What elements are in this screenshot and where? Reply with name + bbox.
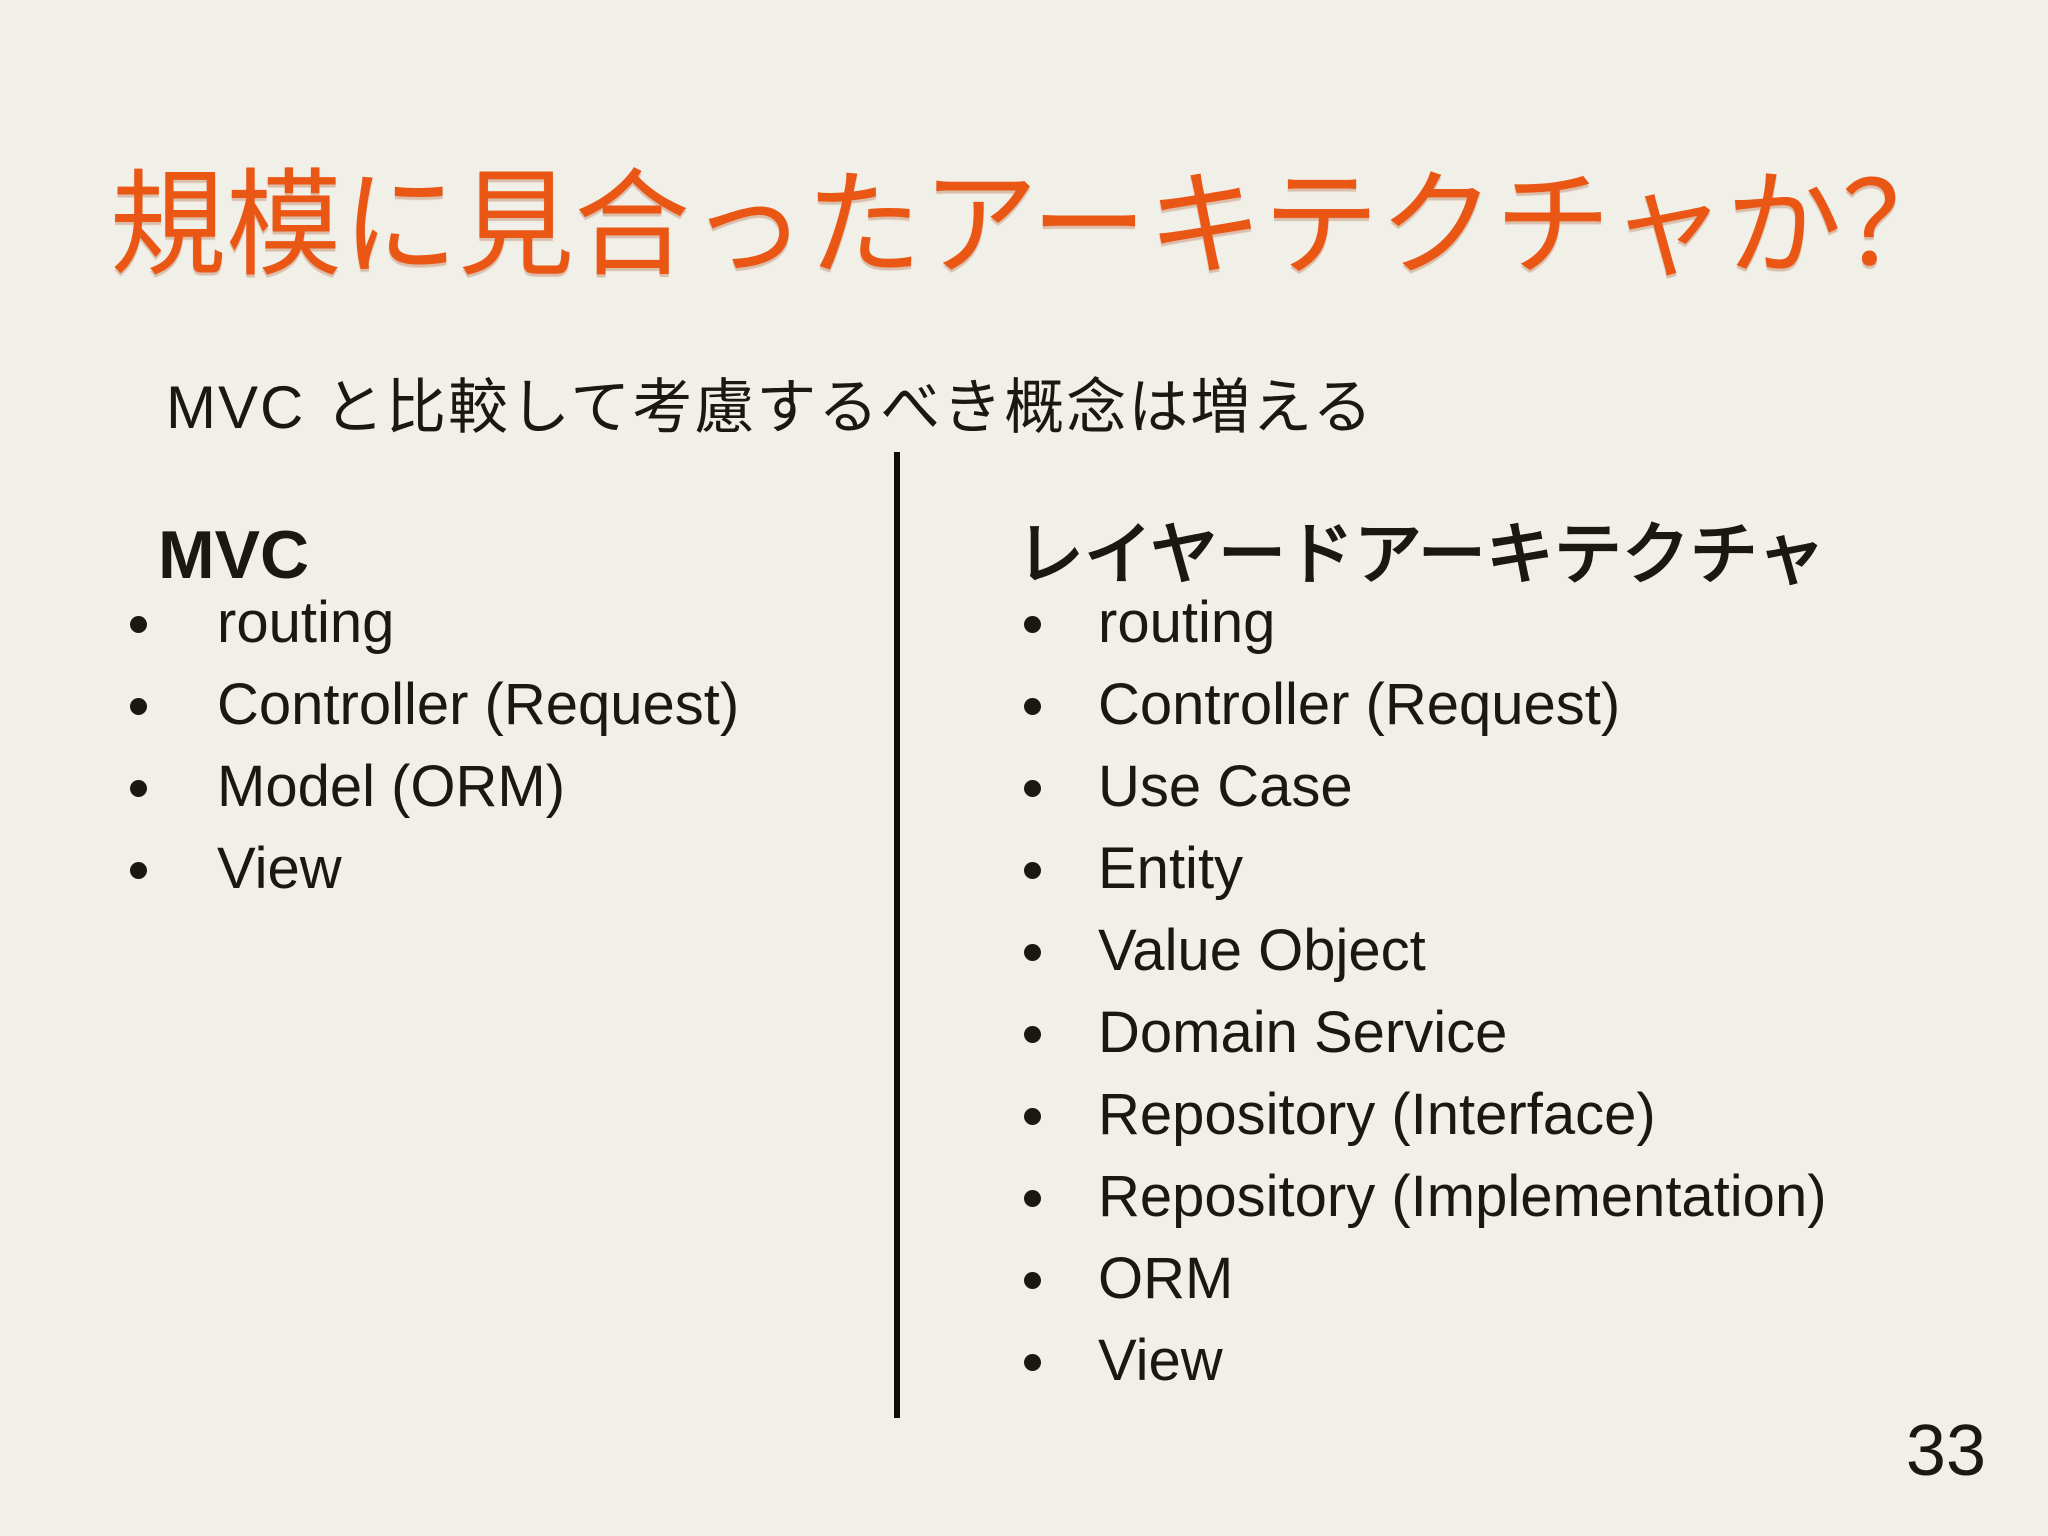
column-divider-line — [894, 452, 900, 1418]
list-item: Repository (Implementation) — [1014, 1156, 2044, 1238]
list-item-label: Value Object — [1098, 918, 1426, 983]
list-item-label: Domain Service — [1098, 1000, 1508, 1065]
list-item: routing — [128, 582, 888, 664]
list-item-label: Model (ORM) — [217, 754, 566, 819]
list-item: ORM — [1014, 1238, 2044, 1320]
bullet-dot-icon — [1024, 1354, 1041, 1371]
list-item-label: routing — [217, 590, 395, 655]
bullet-dot-icon — [1024, 698, 1041, 715]
list-item-label: View — [217, 836, 342, 901]
list-item-label: Controller (Request) — [217, 672, 740, 737]
bullet-dot-icon — [130, 616, 147, 633]
left-column-heading-mvc: MVC — [158, 517, 310, 594]
slide-subtitle: MVC と比較して考慮するべき概念は増える — [166, 374, 1375, 441]
bullet-dot-icon — [1024, 1190, 1041, 1207]
bullet-dot-icon — [1024, 1108, 1041, 1125]
bullet-dot-icon — [130, 698, 147, 715]
page-number: 33 — [1905, 1411, 1986, 1491]
list-item: Controller (Request) — [1014, 664, 2044, 746]
list-item: Controller (Request) — [128, 664, 888, 746]
bullet-dot-icon — [1024, 862, 1041, 879]
list-item-label: Entity — [1098, 836, 1244, 901]
bullet-dot-icon — [1024, 1026, 1041, 1043]
list-item: Repository (Interface) — [1014, 1074, 2044, 1156]
list-item-label: View — [1098, 1328, 1223, 1393]
bullet-dot-icon — [130, 862, 147, 879]
list-item-label: Repository (Implementation) — [1098, 1164, 1827, 1229]
list-item: Use Case — [1014, 746, 2044, 828]
list-item-label: Controller (Request) — [1098, 672, 1621, 737]
list-item: Domain Service — [1014, 992, 2044, 1074]
slide-title: 規模に見合ったアーキテクチャか？ — [110, 159, 1958, 290]
list-item: Entity — [1014, 828, 2044, 910]
bullet-dot-icon — [1024, 780, 1041, 797]
right-column-heading-layered-architecture: レイヤードアーキテクチャ — [1016, 517, 1826, 594]
list-item-label: routing — [1098, 590, 1276, 655]
list-item: View — [1014, 1320, 2044, 1402]
list-item: routing — [1014, 582, 2044, 664]
list-item-label: ORM — [1098, 1246, 1234, 1311]
list-item: Model (ORM) — [128, 746, 888, 828]
bullet-dot-icon — [1024, 1272, 1041, 1289]
bullet-dot-icon — [130, 780, 147, 797]
list-item-label: Use Case — [1098, 754, 1353, 819]
list-item-label: Repository (Interface) — [1098, 1082, 1656, 1147]
bullet-dot-icon — [1024, 944, 1041, 961]
bullet-dot-icon — [1024, 616, 1041, 633]
list-item: Value Object — [1014, 910, 2044, 992]
list-item: View — [128, 828, 888, 910]
